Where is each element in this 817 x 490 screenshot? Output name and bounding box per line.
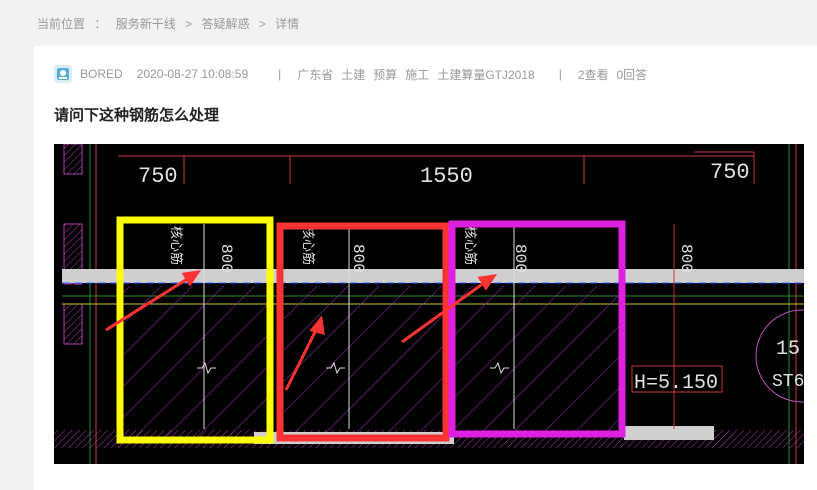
- tag-civil: 土建: [341, 67, 366, 82]
- breadcrumb-separator: >: [258, 17, 266, 31]
- post-datetime: 2020-08-27 10:08:59: [136, 67, 249, 81]
- beam-height-1: 800: [217, 244, 235, 273]
- breadcrumb-separator: >: [185, 17, 193, 31]
- answer-count: 0回答: [616, 67, 648, 82]
- tag-software: 土建算量GTJ2018: [437, 67, 535, 82]
- meta-divider: |: [558, 67, 562, 81]
- meta-divider: |: [278, 67, 282, 81]
- view-count: 2查看: [577, 67, 609, 82]
- avatar[interactable]: [54, 65, 72, 83]
- breadcrumb-colon: ：: [94, 17, 107, 31]
- breadcrumb-link-service[interactable]: 服务新干线: [115, 17, 176, 31]
- highlight-box-yellow: [116, 216, 274, 444]
- circle-label-bottom: ST6: [772, 372, 804, 392]
- beam-note-1: 核心筋: [168, 226, 184, 265]
- breadcrumb-link-qa[interactable]: 答疑解惑: [201, 17, 250, 31]
- cad-drawing-image[interactable]: 750 1550 750 核心筋 800 核心筋 800 核心筋 800 800…: [54, 143, 817, 464]
- breadcrumb: 当前位置 ： 服务新干线 > 答疑解惑 > 详情: [37, 15, 299, 32]
- tag-budget: 预算: [373, 67, 398, 82]
- arrow-icon: [284, 315, 325, 391]
- post-meta: BORED 2020-08-27 10:08:59 | 广东省 土建 预算 施工…: [54, 64, 655, 84]
- elevation-label: H=5.150: [634, 372, 718, 395]
- breadcrumb-label: 当前位置: [37, 17, 86, 31]
- cad-drawing: 750 1550 750 核心筋 800 核心筋 800 核心筋 800 800…: [54, 143, 817, 464]
- user-icon: [57, 68, 69, 80]
- breadcrumb-current: 详情: [275, 17, 300, 31]
- beam-height-2: 800: [349, 244, 367, 273]
- question-title: 请问下这种钢筋怎么处理: [54, 107, 220, 124]
- post-author[interactable]: BORED: [80, 67, 123, 81]
- dim-label-left: 750: [138, 164, 178, 189]
- arrow-icon: [401, 274, 498, 344]
- circle-label-top: 15: [776, 338, 800, 361]
- question-card: BORED 2020-08-27 10:08:59 | 广东省 土建 预算 施工…: [34, 46, 817, 490]
- highlight-box-red: [276, 222, 450, 442]
- dim-label-middle: 1550: [420, 164, 473, 189]
- beam-note-2: 核心筋: [300, 226, 316, 265]
- tag-construction: 施工: [405, 67, 430, 82]
- arrow-icon: [105, 270, 202, 332]
- highlight-box-magenta: [448, 220, 626, 438]
- beam-height-3: 800: [511, 244, 529, 273]
- beam-height-4: 800: [677, 244, 695, 273]
- dim-label-right: 750: [710, 160, 750, 185]
- tag-region: 广东省: [297, 67, 334, 82]
- beam-note-3: 核心筋: [462, 226, 478, 265]
